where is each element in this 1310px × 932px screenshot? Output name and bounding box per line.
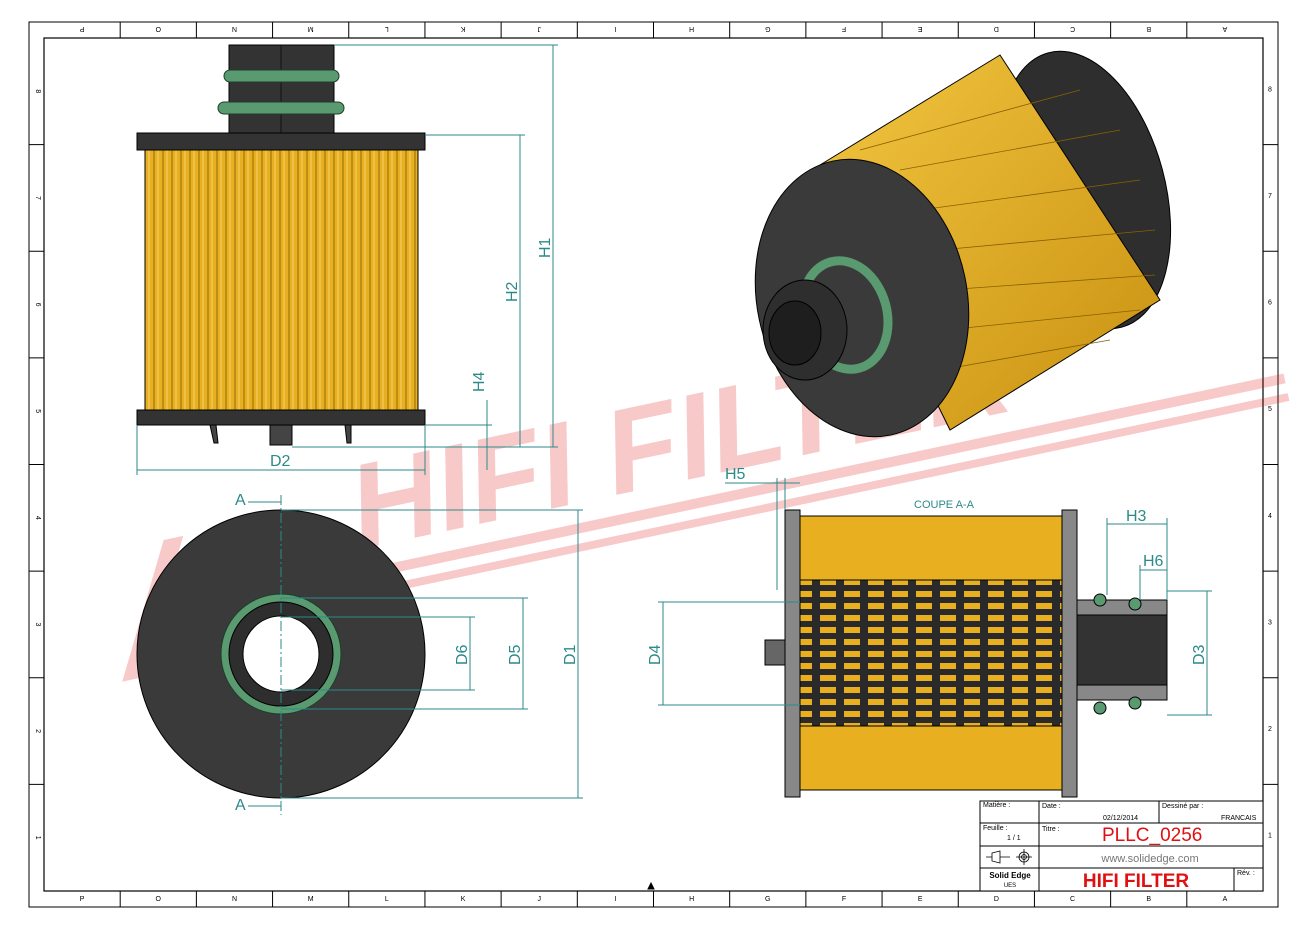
date-label: Date : [1042,803,1061,810]
date-value: 02/12/2014 [1103,815,1138,822]
border-row-8-right: 8 [1268,86,1272,93]
border-column-B-bottom: B [1146,896,1151,903]
dim-h4: H4 [471,371,488,392]
border-column-I-bottom: I [614,896,616,903]
border-column-L-top: L [385,25,389,32]
border-column-K-bottom: K [461,896,466,903]
border-row-2-right: 2 [1268,726,1272,733]
matiere-label: Matière : [983,802,1010,809]
border-column-M-top: M [308,25,314,32]
border-row-2-left: 2 [34,729,41,733]
border-column-J-bottom: J [537,896,541,903]
dim-h5: H5 [725,466,746,483]
center-mark-icon [647,881,655,892]
border-column-F-bottom: F [842,896,846,903]
border-row-1-left: 1 [34,836,41,840]
section-view: COUPE A-A H5 H3 H6 D3 D4 [647,466,1212,798]
border-column-H-top: H [689,25,694,32]
border-row-3-left: 3 [34,622,41,626]
titre-label: Titre : [1042,826,1060,833]
dessine-value: FRANCAIS [1221,815,1257,822]
section-label: COUPE A-A [914,499,975,511]
border-column-L-bottom: L [385,896,389,903]
border-column-D-bottom: D [994,896,999,903]
border-column-C-top: C [1070,25,1075,32]
software-sub: UES [1004,883,1016,889]
border-row-7-right: 7 [1268,193,1272,200]
border-column-A-top: A [1222,25,1227,32]
border-column-F-top: F [842,25,846,32]
feuille-value: 1 / 1 [1007,835,1021,842]
drawing-title: PLLC_0256 [1102,825,1202,846]
border-column-G-top: G [765,25,770,32]
dim-d4: D4 [647,644,664,665]
border-column-H-bottom: H [689,896,694,903]
border-column-J-top: J [537,25,541,32]
dim-d6: D6 [454,644,471,665]
border-column-M-bottom: M [308,896,314,903]
border-column-labels: P P O O N N M M L L K K J J I I H H G G F F E E D D C C B B A A [79,22,1228,907]
website-text: www.solidedge.com [1100,853,1198,865]
border-column-B-top: B [1146,25,1151,32]
border-column-P-top: P [79,25,84,32]
dim-d5: D5 [507,644,524,665]
rev-label: Rév. : [1237,870,1255,877]
software-name: Solid Edge [989,871,1031,880]
border-row-5-left: 5 [34,409,41,413]
border-column-N-top: N [232,25,237,32]
border-column-D-top: D [994,25,999,32]
border-row-4-left: 4 [34,516,41,520]
border-row-5-right: 5 [1268,406,1272,413]
border-column-C-bottom: C [1070,896,1075,903]
border-column-P-bottom: P [80,896,85,903]
cut-mark-top: A [235,492,246,509]
cut-mark-bottom: A [235,797,246,814]
border-column-G-bottom: G [765,896,770,903]
border-column-A-bottom: A [1223,896,1228,903]
border-column-E-bottom: E [918,896,923,903]
border-column-O-bottom: O [156,896,162,903]
border-column-O-top: O [155,25,161,32]
border-column-I-top: I [614,25,616,32]
dim-d3: D3 [1191,644,1208,665]
border-row-3-right: 3 [1268,619,1272,626]
dim-d1: D1 [562,644,579,665]
company-name: HIFI FILTER [1083,871,1190,892]
border-row-7-left: 7 [34,196,41,200]
border-row-6-left: 6 [34,303,41,307]
front-view-dimensions: H1 H2 H4 D2 [136,44,558,475]
dim-h6: H6 [1143,553,1164,570]
border-row-4-right: 4 [1268,513,1272,520]
front-view [136,44,426,446]
border-row-labels: 8 8 7 7 6 6 5 5 4 4 3 3 2 2 1 1 [29,86,1278,840]
dim-h3: H3 [1126,508,1147,525]
border-row-8-left: 8 [34,89,41,93]
border-row-6-right: 6 [1268,300,1272,307]
border-column-N-bottom: N [232,896,237,903]
dim-d2: D2 [270,453,291,470]
border-column-E-top: E [917,25,922,32]
feuille-label: Feuille : [983,825,1008,832]
dessine-label: Dessiné par : [1162,803,1203,810]
border-row-1-right: 1 [1268,833,1272,840]
border-column-K-top: K [460,25,465,32]
projection-symbol-icon [986,849,1032,865]
dim-h1: H1 [537,237,554,258]
dim-h2: H2 [504,281,521,302]
isometric-view [754,50,1172,438]
end-view: A A D1 D5 D6 [136,492,583,815]
title-block: Matière : Date : 02/12/2014 Dessiné par … [979,800,1264,892]
